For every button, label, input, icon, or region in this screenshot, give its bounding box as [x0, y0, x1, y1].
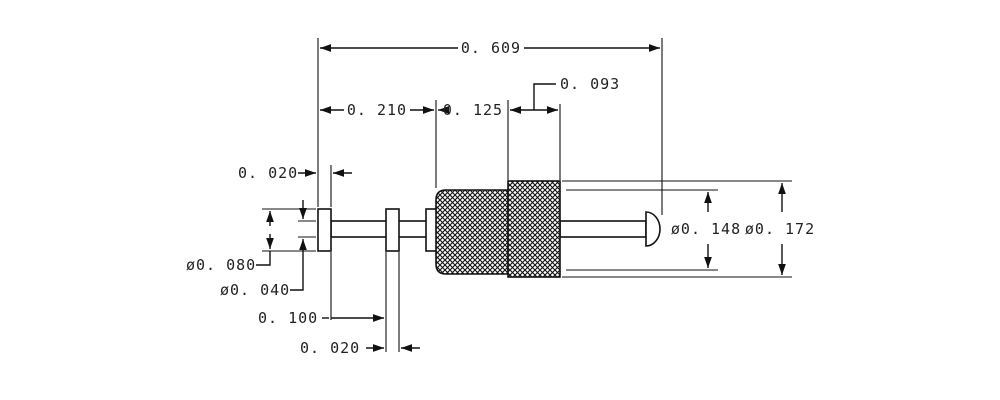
overall-length-label: 0. 609	[461, 39, 521, 57]
length-b-label: 0. 125	[443, 101, 503, 119]
dimension-labels: 0. 609 0. 210 0. 125 0. 093 0. 020 ø0. 0…	[186, 39, 815, 357]
collar-2	[385, 208, 400, 252]
collar-width-label: 0. 020	[238, 164, 298, 182]
collar-1	[317, 208, 332, 252]
length-c-label: 0. 093	[560, 75, 620, 93]
tip-pin	[559, 220, 647, 238]
collar-width-2-label: 0. 020	[300, 339, 360, 357]
tip-dome	[645, 211, 661, 247]
dia-tip-label: ø0. 148	[671, 220, 741, 238]
dia-collar-label: ø0. 080	[186, 256, 256, 274]
dimension-lines	[256, 44, 786, 352]
pitch-label: 0. 100	[258, 309, 318, 327]
dia-shank-label: ø0. 040	[220, 281, 290, 299]
extension-lines	[262, 38, 792, 352]
length-a-label: 0. 210	[347, 101, 407, 119]
knurl-section-2	[507, 180, 561, 278]
pin-part	[317, 180, 661, 278]
knurl-section-1	[435, 189, 509, 275]
shank	[330, 220, 433, 238]
dia-body-label: ø0. 172	[745, 220, 815, 238]
